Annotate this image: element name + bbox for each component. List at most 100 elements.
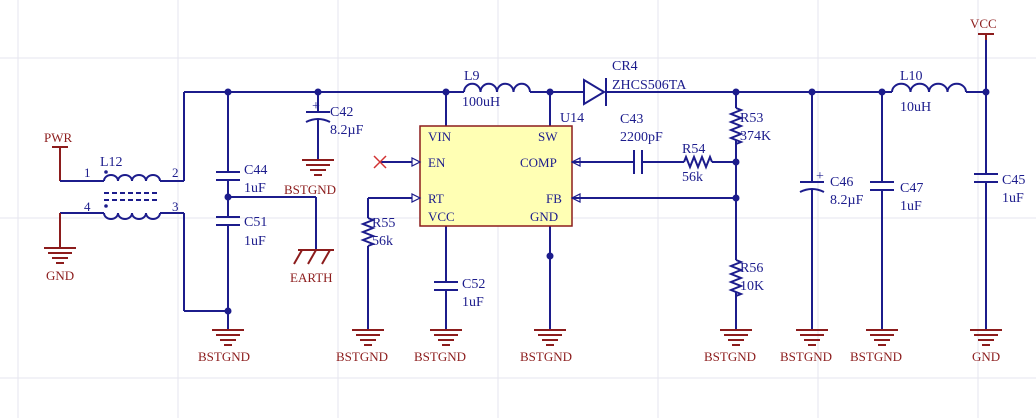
c42-value: 8.2µF (330, 123, 364, 138)
bstgnd-c46-label: BSTGND (780, 349, 832, 364)
c45-ref: C45 (1002, 173, 1025, 188)
bstgnd-r56-label: BSTGND (704, 349, 756, 364)
junction-dot (224, 88, 232, 96)
pin-rt: RT (428, 191, 444, 206)
pin-gnd: GND (530, 209, 558, 224)
bstgnd-c42-label: BSTGND (284, 182, 336, 197)
earth-symbol: EARTH (290, 249, 334, 285)
l10-inductor: L10 10uH (891, 69, 967, 115)
vcc-label: VCC (970, 16, 997, 31)
l12-choke: L12 1 2 3 4 (84, 155, 179, 220)
ground-labels: BSTGND BSTGND BSTGND BSTGND BSTGND BSTGN… (198, 182, 1000, 364)
bstgnd-c51-label: BSTGND (198, 349, 250, 364)
earth-label: EARTH (290, 270, 333, 285)
u14-ref: U14 (560, 111, 584, 126)
r56-ref: R56 (740, 261, 763, 276)
bstgnd-c47-symbol (866, 329, 898, 346)
gnd-right-label: GND (972, 349, 1000, 364)
l12-pin3: 3 (172, 199, 179, 214)
gnd-right-symbol (970, 329, 1002, 346)
pwr-port: PWR (44, 130, 73, 148)
l12-ref: L12 (100, 155, 123, 170)
c43-value: 2200pF (620, 130, 663, 145)
l9-ref: L9 (464, 69, 480, 84)
junction-dot (878, 88, 886, 96)
c52-value: 1uF (462, 295, 484, 310)
bstgnd-r55-symbol (352, 329, 384, 346)
junction-dot (732, 194, 740, 202)
cr4-diode: CR4 ZHCS506TA (583, 59, 687, 106)
bstgnd-c46-symbol (796, 329, 828, 346)
r54-resistor: R54 56k (682, 142, 713, 185)
c45-value: 1uF (1002, 191, 1024, 206)
c51-ref: C51 (244, 215, 267, 230)
c44-capacitor: C44 1uF (216, 163, 267, 196)
bstgnd-r56-symbol (720, 329, 752, 346)
gnd-left-label: GND (46, 268, 74, 283)
c42-capacitor: + C42 8.2µF (305, 99, 364, 138)
r56-resistor: R56 10K (728, 259, 764, 297)
pin-vcc: VCC (428, 209, 455, 224)
no-connect-icon (373, 155, 387, 169)
pin-sw: SW (538, 129, 558, 144)
r55-value: 56k (372, 234, 393, 249)
c47-value: 1uF (900, 199, 922, 214)
junction-dot (982, 88, 990, 96)
junction-dot (546, 88, 554, 96)
pin-en: EN (428, 155, 446, 170)
bstgnd-c42-symbol (302, 159, 334, 176)
r55-ref: R55 (372, 216, 395, 231)
pin-comp: COMP (520, 155, 557, 170)
l9-inductor: L9 100uH (462, 69, 531, 110)
c46-ref: C46 (830, 175, 853, 190)
bstgnd-c52-label: BSTGND (414, 349, 466, 364)
r54-value: 56k (682, 170, 703, 185)
c46-capacitor: + C46 8.2µF (799, 169, 864, 208)
junctions (224, 88, 990, 315)
c43-capacitor: C43 2200pF (620, 112, 663, 174)
l10-ref: L10 (900, 69, 923, 84)
l9-value: 100uH (462, 95, 500, 110)
c52-ref: C52 (462, 277, 485, 292)
l12-pin2: 2 (172, 165, 179, 180)
pin-vin: VIN (428, 129, 452, 144)
c43-ref: C43 (620, 112, 643, 127)
l12-pin4: 4 (84, 199, 91, 214)
gnd-left-symbol: GND (44, 247, 76, 283)
junction-dot (808, 88, 816, 96)
c42-ref: C42 (330, 105, 353, 120)
u14-ic: U14 VIN EN RT VCC SW COMP FB GND (411, 111, 590, 227)
r53-ref: R53 (740, 111, 763, 126)
bstgnd-gnd-label: BSTGND (520, 349, 572, 364)
junction-dot (732, 88, 740, 96)
r53-value: 374K (740, 129, 771, 144)
c44-value: 1uF (244, 181, 266, 196)
cr4-value: ZHCS506TA (612, 78, 687, 93)
bstgnd-gnd-symbol (534, 329, 566, 346)
c51-value: 1uF (244, 234, 266, 249)
c47-ref: C47 (900, 181, 923, 196)
svg-text:+: + (312, 99, 320, 114)
junction-dot (314, 88, 322, 96)
junction-dot (224, 193, 232, 201)
r54-ref: R54 (682, 142, 705, 157)
bstgnd-c52-symbol (430, 329, 462, 346)
vcc-port: VCC (970, 16, 997, 40)
junction-dot (546, 252, 554, 260)
pwr-label: PWR (44, 130, 73, 145)
cr4-ref: CR4 (612, 59, 638, 74)
svg-text:+: + (816, 169, 824, 184)
r56-value: 10K (740, 279, 764, 294)
c45-capacitor: C45 1uF (974, 173, 1025, 206)
bstgnd-c47-label: BSTGND (850, 349, 902, 364)
c47-capacitor: C47 1uF (870, 181, 923, 214)
c46-value: 8.2µF (830, 193, 864, 208)
c44-ref: C44 (244, 163, 267, 178)
l12-pin1: 1 (84, 165, 91, 180)
bstgnd-r55-label: BSTGND (336, 349, 388, 364)
c52-capacitor: C52 1uF (434, 277, 485, 310)
junction-dot (732, 158, 740, 166)
junction-dot (442, 88, 450, 96)
